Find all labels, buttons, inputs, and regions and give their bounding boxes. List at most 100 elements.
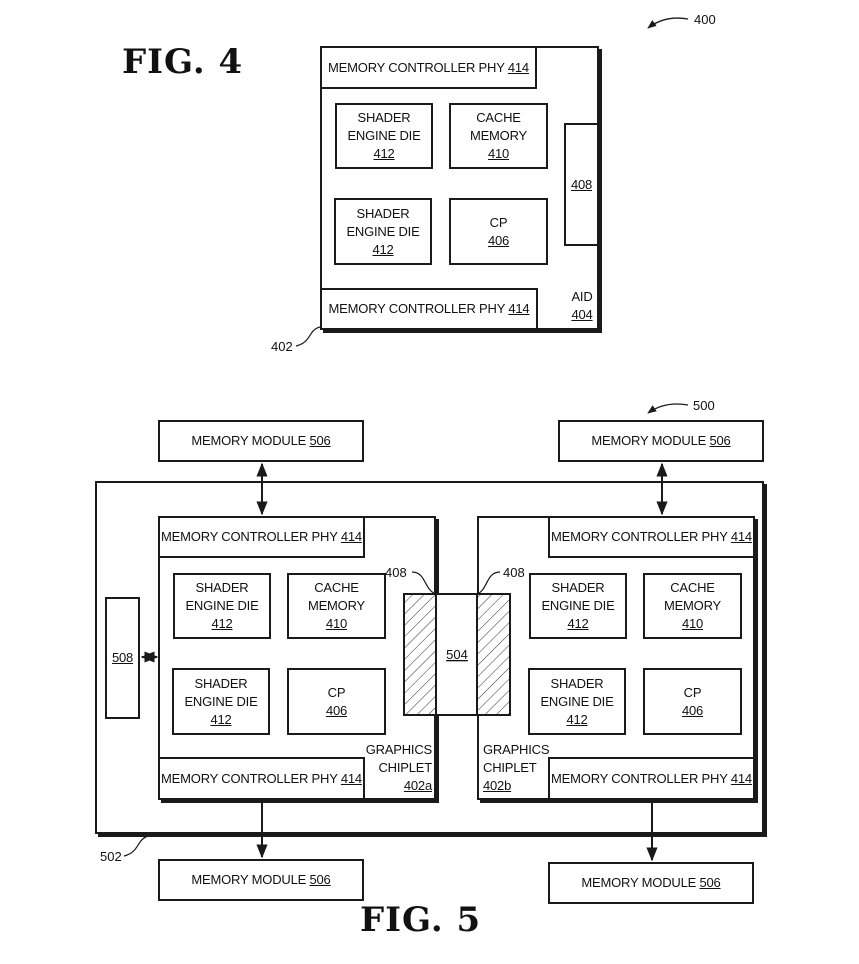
shader-ref: 412	[373, 146, 395, 161]
memory-module-label: MEMORY MODULE	[581, 875, 700, 890]
fig5-b-cp: CP 406	[643, 668, 742, 735]
fig4-shader-engine-die-1: SHADER ENGINE DIE 412	[335, 103, 433, 169]
interconnect-408-b-hatched	[476, 593, 511, 716]
cp-ref: 406	[681, 702, 704, 718]
chiplet-label-ref: 402b	[483, 778, 512, 793]
mc-phy-ref: 414	[507, 59, 529, 75]
memory-module-ref: 506	[699, 875, 721, 890]
fig5-b-shader-engine-die-2: SHADER ENGINE DIE 412	[528, 668, 626, 735]
fig5-b-mc-phy-bottom: MEMORY CONTROLLER PHY 414	[548, 757, 755, 800]
mc-phy-label: MEMORY CONTROLLER PHY	[551, 529, 731, 544]
mc-phy-label: MEMORY CONTROLLER PHY	[328, 59, 508, 75]
memory-module-ref: 506	[309, 872, 331, 887]
cache-line2: MEMORY	[469, 128, 528, 143]
mc-phy-ref: 414	[730, 770, 752, 786]
fig4-interconnect-408: 408	[564, 123, 599, 246]
chiplet-label-line1: GRAPHICS	[483, 742, 550, 757]
fig5-ref-502: 502	[100, 849, 122, 864]
label-408-b: 408	[503, 565, 525, 580]
mc-phy-ref: 414	[340, 529, 362, 544]
cache-line2: MEMORY	[307, 598, 366, 613]
memory-module-label: MEMORY MODULE	[591, 433, 710, 448]
mc-phy-ref: 414	[340, 770, 362, 786]
fig4-shader-engine-die-2: SHADER ENGINE DIE 412	[334, 198, 432, 265]
fig5-a-mc-phy-top: MEMORY CONTROLLER PHY 414	[158, 516, 365, 558]
memory-module-ref: 506	[309, 433, 331, 448]
fig4-ref-402: 402	[271, 339, 293, 354]
shader-line2: ENGINE DIE	[347, 128, 421, 143]
fig5-a-cache-memory: CACHE MEMORY 410	[287, 573, 386, 639]
fig5-a-shader-engine-die-2: SHADER ENGINE DIE 412	[172, 668, 270, 735]
cache-line1: CACHE	[314, 580, 359, 595]
shader-line1: SHADER	[550, 675, 604, 691]
block-508-ref: 508	[111, 650, 134, 665]
shader-ref: 412	[566, 711, 588, 727]
fig5-memory-module-bottom-left: MEMORY MODULE 506	[158, 859, 364, 901]
chiplet-label-ref: 402a	[403, 778, 432, 793]
memory-module-label: MEMORY MODULE	[191, 433, 310, 448]
ref-arrow-500	[647, 403, 689, 414]
fig5-b-chiplet-label: GRAPHICS CHIPLET 402b	[483, 741, 553, 795]
fig4-cp: CP 406	[449, 198, 548, 265]
memory-module-label: MEMORY MODULE	[191, 872, 310, 887]
shader-ref: 412	[211, 616, 233, 631]
shader-line2: ENGINE DIE	[185, 598, 259, 613]
aid-ref: 404	[571, 307, 593, 322]
shader-line1: SHADER	[356, 205, 410, 221]
shader-line1: SHADER	[194, 675, 248, 691]
leader-408-b	[476, 571, 501, 595]
cp-ref: 406	[487, 232, 510, 248]
fig4-cache-memory: CACHE MEMORY 410	[449, 103, 548, 169]
cp-line1: CP	[327, 684, 346, 700]
leader-402	[295, 326, 321, 347]
mc-phy-label: MEMORY CONTROLLER PHY	[161, 770, 341, 786]
fig5-b-cache-memory: CACHE MEMORY 410	[643, 573, 742, 639]
shader-line1: SHADER	[195, 580, 249, 595]
mc-phy-label: MEMORY CONTROLLER PHY	[328, 301, 509, 316]
shader-line2: ENGINE DIE	[346, 223, 420, 239]
cp-line1: CP	[683, 684, 702, 700]
interconnect-ref: 408	[570, 176, 593, 192]
chiplet-label-line2: CHIPLET	[378, 760, 432, 775]
label-504: 504	[446, 647, 468, 662]
cache-ref: 410	[487, 146, 510, 161]
fig5-ref-500: 500	[693, 398, 715, 413]
mc-phy-label: MEMORY CONTROLLER PHY	[161, 529, 341, 544]
label-408-a: 408	[385, 565, 407, 580]
chiplet-label-line1: GRAPHICS	[365, 742, 433, 757]
ref-arrow-400	[647, 17, 689, 29]
fig5-b-mc-phy-top: MEMORY CONTROLLER PHY 414	[548, 516, 755, 558]
fig4-aid-label: AID 404	[566, 288, 598, 324]
fig5-a-chiplet-label: GRAPHICS CHIPLET 402a	[362, 741, 433, 795]
shader-line2: ENGINE DIE	[184, 693, 258, 709]
cache-ref: 410	[681, 616, 704, 631]
memory-module-ref: 506	[709, 433, 731, 448]
shader-ref: 412	[372, 241, 394, 257]
fig5-a-cp: CP 406	[287, 668, 386, 735]
chiplet-label-line2: CHIPLET	[483, 760, 537, 775]
shader-ref: 412	[210, 711, 232, 727]
leader-502	[123, 835, 149, 857]
cp-line1: CP	[489, 214, 508, 230]
fig5-title: FIG. 5	[360, 900, 482, 940]
fig5-memory-module-top-left: MEMORY MODULE 506	[158, 420, 364, 462]
fig5-memory-module-top-right: MEMORY MODULE 506	[558, 420, 764, 462]
aid-line1: AID	[571, 289, 593, 304]
cache-line1: CACHE	[670, 580, 715, 595]
mc-phy-label: MEMORY CONTROLLER PHY	[551, 770, 731, 786]
fig5-a-shader-engine-die-1: SHADER ENGINE DIE 412	[173, 573, 271, 639]
mc-phy-ref: 414	[508, 301, 530, 316]
fig4-mc-phy-top: MEMORY CONTROLLER PHY 414	[320, 46, 537, 89]
interconnect-408-a-hatched	[403, 593, 437, 716]
fig4-ref-400: 400	[694, 12, 716, 27]
cp-ref: 406	[325, 702, 348, 718]
shader-line2: ENGINE DIE	[541, 598, 615, 613]
cache-line1: CACHE	[476, 110, 521, 125]
fig5-graphics-chiplet-b	[477, 516, 755, 800]
shader-ref: 412	[567, 616, 589, 631]
cache-ref: 410	[325, 616, 348, 631]
cache-line2: MEMORY	[663, 598, 722, 613]
fig4-title: FIG. 4	[122, 42, 244, 82]
shader-line2: ENGINE DIE	[540, 693, 614, 709]
